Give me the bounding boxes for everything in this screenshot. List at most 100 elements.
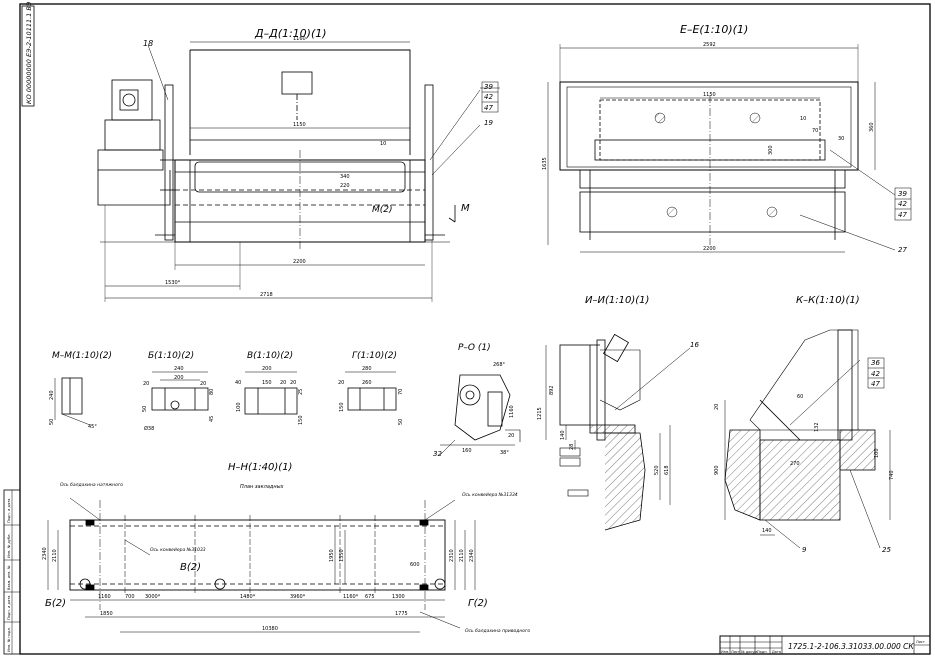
dim-label: 1775 xyxy=(395,611,408,617)
dim-label: 700 xyxy=(125,594,135,600)
dim-label: 70 xyxy=(398,389,404,395)
view-dd-labels: Д–Д(1:10)(1) 1160 1150 340 220 10 2200 1… xyxy=(143,27,493,298)
dim-label: 2340 xyxy=(42,547,48,560)
dim-label: 50 xyxy=(142,406,148,412)
dim-label: 132 xyxy=(814,422,820,432)
section-mark-m: M xyxy=(461,203,470,214)
view-nn-labels: Н–Н(1:40)(1) План закладных Ось балдахин… xyxy=(42,462,530,634)
title-block-label: Подп. xyxy=(757,650,768,654)
dim-label: 2592 xyxy=(703,42,716,48)
dim-label: 600 xyxy=(410,562,420,568)
dim-label: 2200 xyxy=(293,259,306,265)
dim-label: 1150 xyxy=(703,92,716,98)
note-conveyor-31334: Ось конвейера №31334 xyxy=(462,492,518,498)
dim-label: 38° xyxy=(500,450,509,456)
view-b-title: Б(1:10)(2) xyxy=(148,351,194,361)
view-mm-title: М–М(1:10)(2) xyxy=(52,351,112,361)
callout-25: 25 xyxy=(882,546,891,554)
callout-42: 42 xyxy=(871,370,880,378)
title-block-label: Дата xyxy=(772,650,781,654)
title-block-labels: Изм. Лист № докум. Подп. Дата Лист xyxy=(721,640,925,654)
view-g-labels: Г(1:10)(2) 280 260 20 70 150 50 xyxy=(338,351,404,425)
callout-v2: В(2) xyxy=(180,562,201,573)
dim-label: 100 xyxy=(236,402,242,412)
dim-label: 2340 xyxy=(469,549,475,562)
left-strip-label: Взам. инв. № xyxy=(7,565,11,590)
dim-label: 240 xyxy=(49,390,55,400)
dim-label: 360 xyxy=(869,122,875,132)
dim-label: 1215 xyxy=(537,407,543,420)
dim-label: 20 xyxy=(290,380,296,386)
note-conveyor-31033: Ось конвейера №31033 xyxy=(150,547,206,553)
view-nn-title: Н–Н(1:40)(1) xyxy=(228,462,292,473)
dim-label: 1350 xyxy=(339,549,345,562)
dim-label: 900 xyxy=(714,465,720,475)
dim-label: 1160 xyxy=(293,36,306,42)
view-nn-subtitle: План закладных xyxy=(240,484,284,490)
dim-label: 100 xyxy=(874,448,880,458)
dim-label: 220 xyxy=(340,183,350,189)
dim-label: 30 xyxy=(838,136,844,142)
callout-39: 39 xyxy=(898,190,907,198)
dim-label: 2200 xyxy=(703,246,716,252)
dim-label: 40 xyxy=(235,380,241,386)
dim-label: 150 xyxy=(262,380,272,386)
dim-label: 270 xyxy=(790,461,800,467)
callout-42: 42 xyxy=(898,200,907,208)
callout-19: 19 xyxy=(484,119,493,127)
dim-label: 1160* xyxy=(343,594,359,600)
dim-label: 160 xyxy=(462,448,472,454)
dim-label: 60 xyxy=(797,394,803,400)
dim-label: 2310 xyxy=(449,549,455,562)
dim-label: 200 xyxy=(174,375,184,381)
note-drive-axis: Ось балдахина приводного xyxy=(465,628,530,634)
view-dd-title: Д–Д(1:10)(1) xyxy=(254,27,327,40)
dim-label: 740 xyxy=(889,470,895,480)
dim-label: 618 xyxy=(664,465,670,475)
doc-code-vertical: КО 00000000 ЕЭ-2-10111.1 ВЭ xyxy=(25,1,33,104)
left-strip-label: Подп. и дата xyxy=(7,596,11,620)
callout-b2: Б(2) xyxy=(45,598,66,609)
dim-label: 1160 xyxy=(509,405,515,418)
dim-label: 1950 xyxy=(329,549,335,562)
view-v xyxy=(244,371,298,415)
dim-label: 200 xyxy=(262,366,272,372)
callout-9: 9 xyxy=(802,546,807,554)
view-ii-labels: И–И(1:10)(1) 1215 892 140 28 520 618 16 xyxy=(537,295,699,475)
view-kk xyxy=(724,329,891,549)
dim-label: 3000* xyxy=(145,594,161,600)
callout-g2: Г(2) xyxy=(468,598,488,609)
callout-47: 47 xyxy=(871,380,880,388)
title-block-label: Лист xyxy=(731,650,740,654)
dim-label: 280 xyxy=(362,366,372,372)
callout-18: 18 xyxy=(143,39,153,48)
callout-36: 36 xyxy=(871,359,880,367)
dim-label: 300 xyxy=(768,145,774,155)
dim-label: 50 xyxy=(49,419,55,425)
view-g xyxy=(345,371,397,411)
callout-16: 16 xyxy=(690,341,699,349)
dim-label: 50 xyxy=(398,419,404,425)
view-ro xyxy=(439,374,521,456)
view-dd xyxy=(97,41,500,302)
dim-label: 45° xyxy=(88,424,97,430)
dim-label: Ø38 xyxy=(144,425,154,432)
left-strip-label: Инв. № подл. xyxy=(7,627,11,652)
callout-27: 27 xyxy=(898,246,907,254)
dim-label: 1635 xyxy=(542,157,548,170)
dim-label: 20 xyxy=(338,380,344,386)
view-mm-labels: М–М(1:10)(2) 240 50 45° xyxy=(49,351,112,430)
view-mm xyxy=(54,377,91,426)
note-tension-axis: Ось балдахина натяжного xyxy=(60,482,123,488)
dim-label: 1530* xyxy=(165,280,181,286)
dim-label: 260 xyxy=(362,380,372,386)
title-block-label: Изм. xyxy=(721,650,729,654)
section-mark-m2: M(2) xyxy=(372,205,393,215)
view-ro-labels: Р–О (1) 268° 1160 160 38° 20 32 xyxy=(433,343,515,458)
left-strip-label: Инв. № дубл. xyxy=(7,533,11,558)
view-v-title: В(1:10)(2) xyxy=(247,351,293,361)
callout-42: 42 xyxy=(484,93,493,101)
dim-label: 28 xyxy=(569,444,575,450)
